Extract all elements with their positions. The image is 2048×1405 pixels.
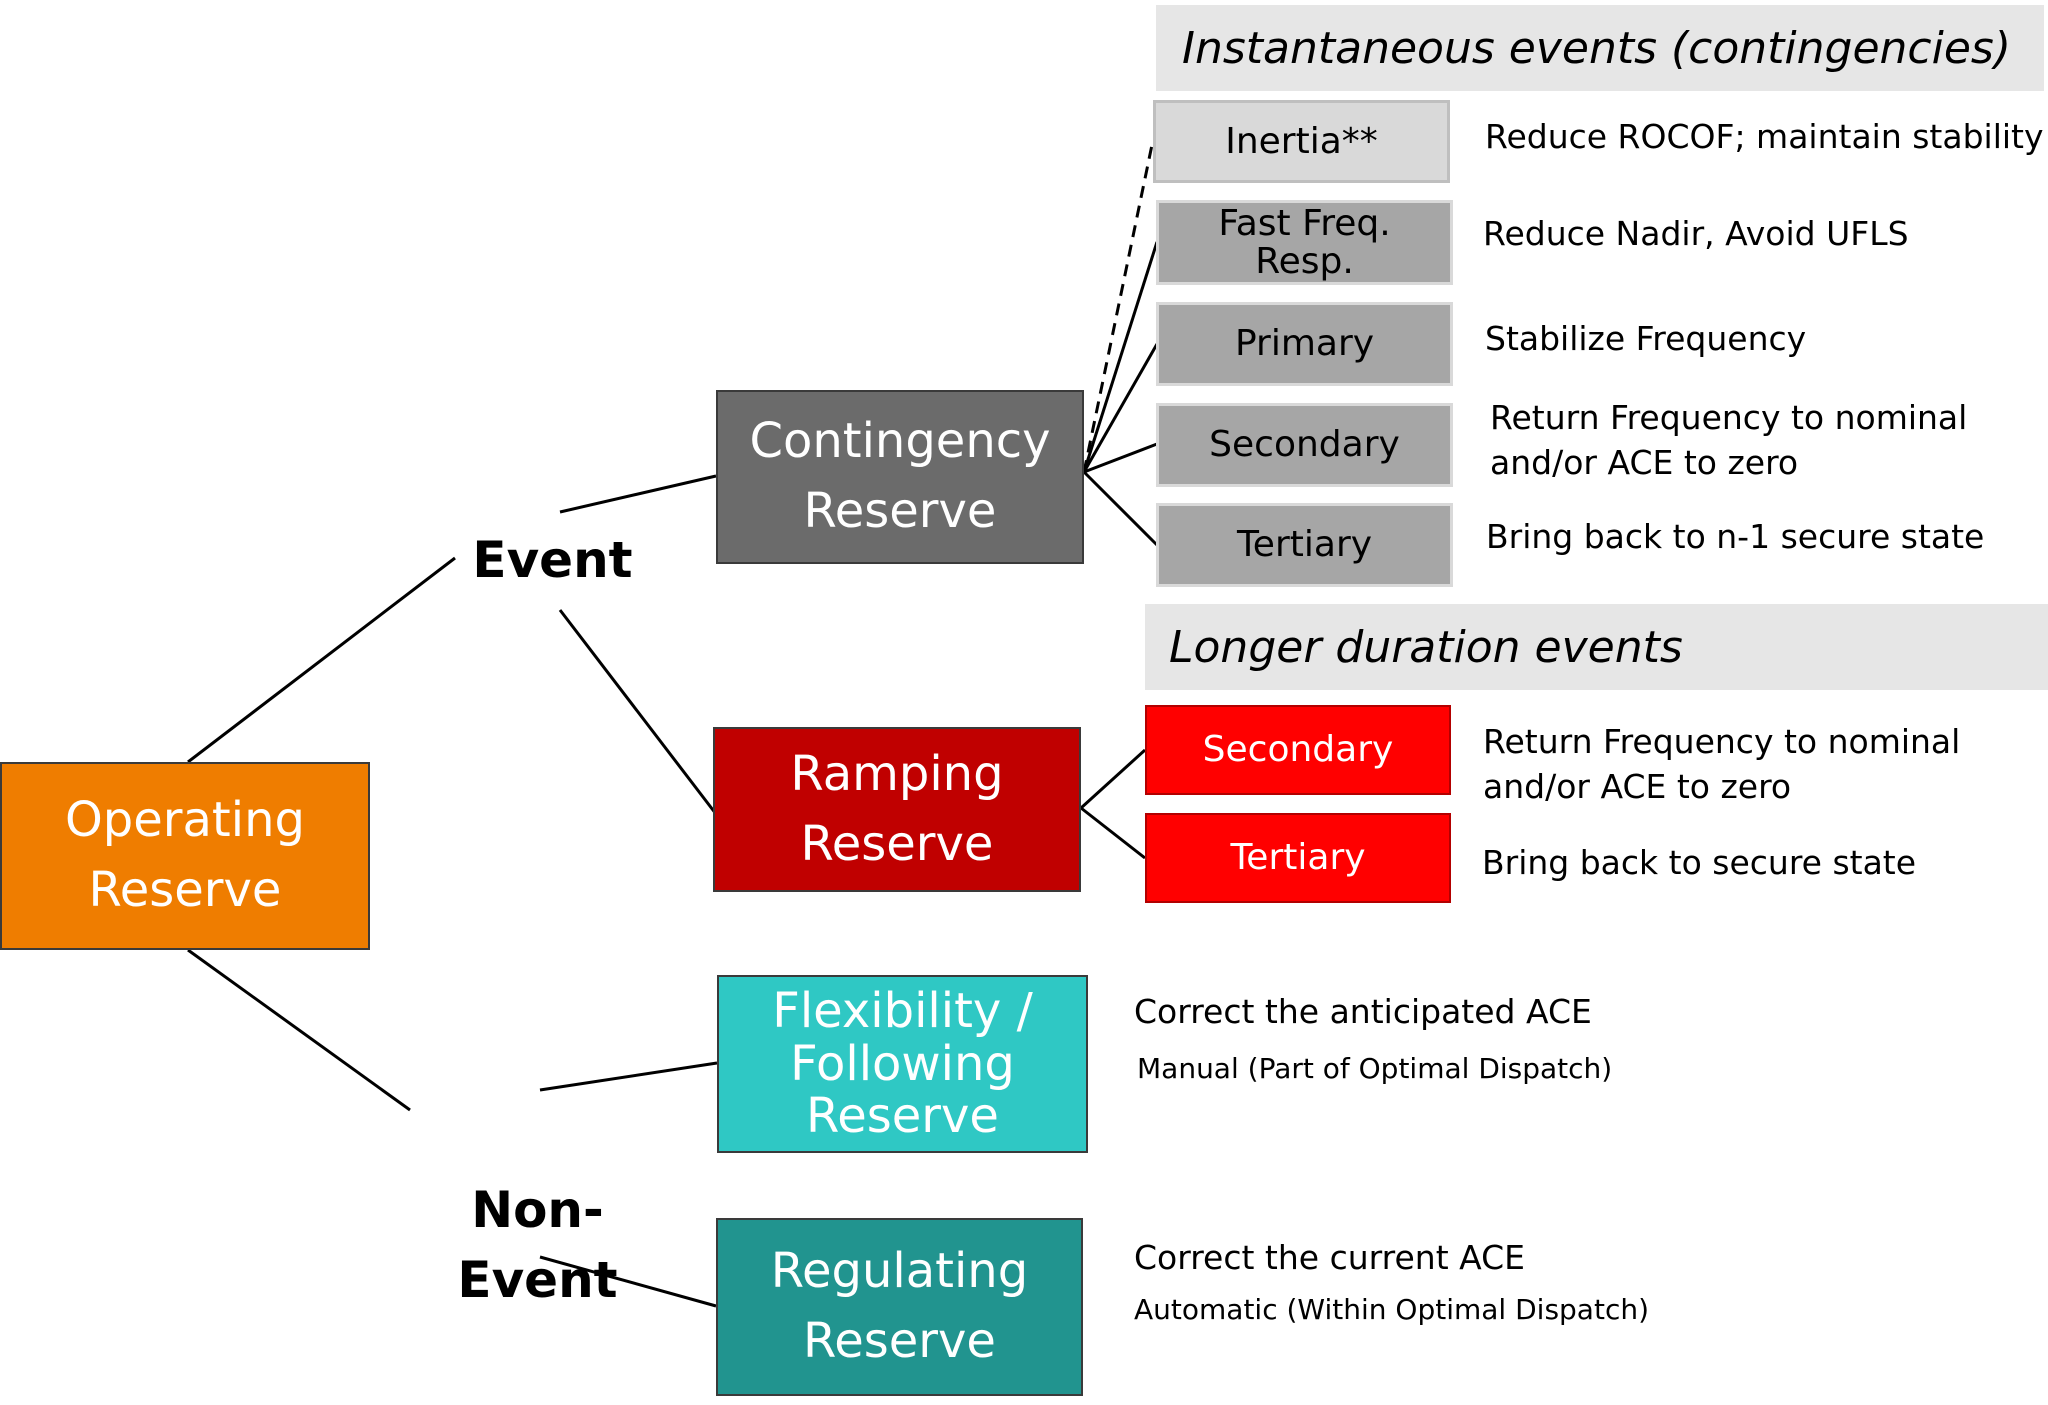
instantaneous-events-banner: Instantaneous events (contingencies) xyxy=(1156,5,2044,91)
line-event-contingency xyxy=(559,474,717,514)
flexibility-desc: Correct the anticipated ACE xyxy=(1134,992,1592,1031)
line-contingency-secondary xyxy=(1083,442,1158,474)
line-root-event xyxy=(187,556,456,764)
ramping-tertiary-desc: Bring back to secure state xyxy=(1482,843,1917,882)
line-root-nonevent xyxy=(187,948,411,1112)
regulating-desc: Correct the current ACE xyxy=(1134,1238,1526,1277)
line-contingency-primary xyxy=(1082,343,1159,473)
line-ramping-tertiary xyxy=(1080,806,1146,860)
line-contingency-tertiary xyxy=(1082,470,1159,547)
operating-reserve-label: Operating Reserve xyxy=(65,792,305,918)
contingency-reserve-box: Contingency Reserve xyxy=(716,390,1084,564)
event-label: Event xyxy=(472,531,633,589)
primary-box: Primary xyxy=(1156,302,1453,386)
regulating-reserve-label: Regulating Reserve xyxy=(770,1243,1029,1369)
line-nonevent-regulating xyxy=(539,1255,717,1308)
regulating-note: Automatic (Within Optimal Dispatch) xyxy=(1134,1293,1650,1326)
flexibility-reserve-label: Flexibility / Following Reserve xyxy=(772,982,1033,1145)
inertia-desc: Reduce ROCOF; maintain stability xyxy=(1485,117,2044,156)
line-contingency-inertia xyxy=(1082,139,1155,473)
tertiary-box: Tertiary xyxy=(1156,503,1453,587)
tertiary-desc: Bring back to n-1 secure state xyxy=(1486,517,1985,556)
non-event-label: Non- Event xyxy=(457,1181,618,1309)
line-ramping-secondary xyxy=(1079,748,1147,810)
secondary-box: Secondary xyxy=(1156,403,1453,487)
ramping-secondary-box: Secondary xyxy=(1145,705,1451,795)
fast-freq-resp-desc: Reduce Nadir, Avoid UFLS xyxy=(1483,214,1909,253)
line-event-ramping xyxy=(558,609,718,815)
primary-desc: Stabilize Frequency xyxy=(1485,319,1807,358)
ramping-secondary-desc: Return Frequency to nominal and/or ACE t… xyxy=(1483,722,1961,806)
line-nonevent-flexibility xyxy=(539,1061,718,1092)
line-contingency-ffr xyxy=(1082,241,1159,473)
operating-reserve-box: Operating Reserve xyxy=(0,762,370,950)
fast-freq-resp-box: Fast Freq. Resp. xyxy=(1156,200,1453,285)
flexibility-note: Manual (Part of Optimal Dispatch) xyxy=(1137,1052,1613,1085)
ramping-reserve-box: Ramping Reserve xyxy=(713,727,1081,892)
longer-duration-banner: Longer duration events xyxy=(1145,604,2048,690)
ramping-reserve-label: Ramping Reserve xyxy=(790,745,1004,872)
regulating-reserve-box: Regulating Reserve xyxy=(716,1218,1083,1396)
ramping-tertiary-box: Tertiary xyxy=(1145,813,1451,903)
inertia-box: Inertia** xyxy=(1153,100,1450,183)
flexibility-reserve-box: Flexibility / Following Reserve xyxy=(717,975,1088,1153)
contingency-reserve-label: Contingency Reserve xyxy=(749,413,1051,539)
secondary-desc: Return Frequency to nominal and/or ACE t… xyxy=(1490,398,1968,482)
